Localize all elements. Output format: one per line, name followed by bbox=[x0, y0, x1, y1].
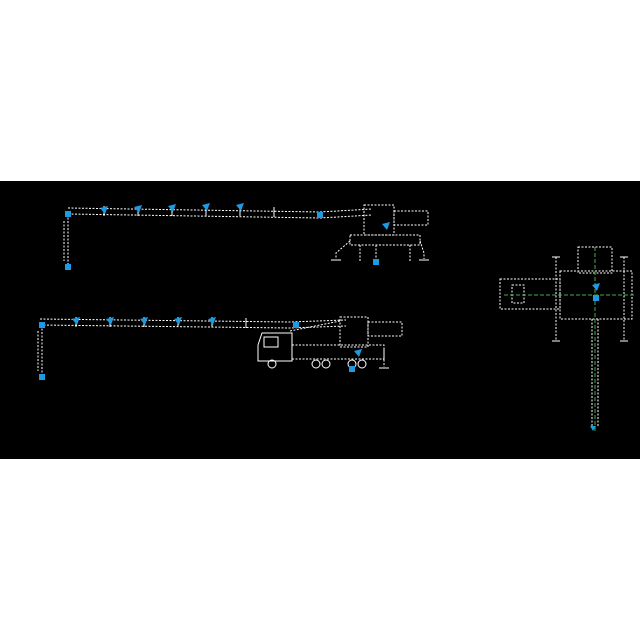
outrigger-left bbox=[335, 240, 351, 259]
blue-grip-marker-triangle[interactable] bbox=[106, 317, 114, 325]
blue-grip-marker-triangle[interactable] bbox=[208, 317, 216, 325]
top-plan-view[interactable] bbox=[499, 246, 636, 431]
luffing-cylinder bbox=[289, 320, 341, 332]
blue-grip-marker-square[interactable] bbox=[293, 322, 299, 328]
selection-grips[interactable] bbox=[39, 203, 600, 431]
blue-grip-marker-square[interactable] bbox=[65, 211, 71, 217]
blue-grip-marker-triangle[interactable] bbox=[168, 204, 176, 212]
truck-window bbox=[263, 336, 279, 348]
blue-grip-marker-triangle[interactable] bbox=[140, 317, 148, 325]
truck-chassis bbox=[291, 344, 385, 360]
blue-grip-marker-square[interactable] bbox=[65, 264, 71, 270]
plan-counterweight-inner bbox=[511, 284, 525, 304]
plan-counterweight bbox=[499, 278, 561, 310]
blue-grip-marker-triangle[interactable] bbox=[592, 283, 600, 291]
blue-grip-marker-square[interactable] bbox=[593, 295, 599, 301]
blue-grip-marker-triangle[interactable] bbox=[174, 317, 182, 325]
blue-grip-marker-triangle[interactable] bbox=[100, 206, 108, 214]
outrigger-right bbox=[419, 240, 425, 259]
blue-grip-marker-square[interactable] bbox=[373, 259, 379, 265]
blue-grip-marker-triangle[interactable] bbox=[354, 349, 362, 357]
blue-grip-marker-square[interactable] bbox=[317, 212, 323, 218]
counterweight bbox=[393, 210, 429, 226]
blue-grip-marker-square[interactable] bbox=[39, 374, 45, 380]
blue-grip-marker-triangle[interactable] bbox=[236, 203, 244, 211]
boom2-upper-edge bbox=[39, 318, 347, 323]
boom2-lower-edge bbox=[39, 324, 347, 329]
blue-grip-marker-triangle[interactable] bbox=[382, 222, 390, 230]
blue-grip-marker-square[interactable] bbox=[39, 322, 45, 328]
counterweight2 bbox=[367, 321, 403, 337]
blue-grip-marker-square[interactable] bbox=[349, 366, 355, 372]
blue-grip-marker-triangle[interactable] bbox=[72, 317, 80, 325]
blue-grip-marker-triangle[interactable] bbox=[134, 205, 142, 213]
blue-grip-marker-triangle[interactable] bbox=[202, 203, 210, 211]
boom-tip-marker[interactable] bbox=[590, 426, 596, 431]
cad-drawing-canvas[interactable] bbox=[0, 181, 640, 459]
chassis-base bbox=[349, 234, 421, 246]
